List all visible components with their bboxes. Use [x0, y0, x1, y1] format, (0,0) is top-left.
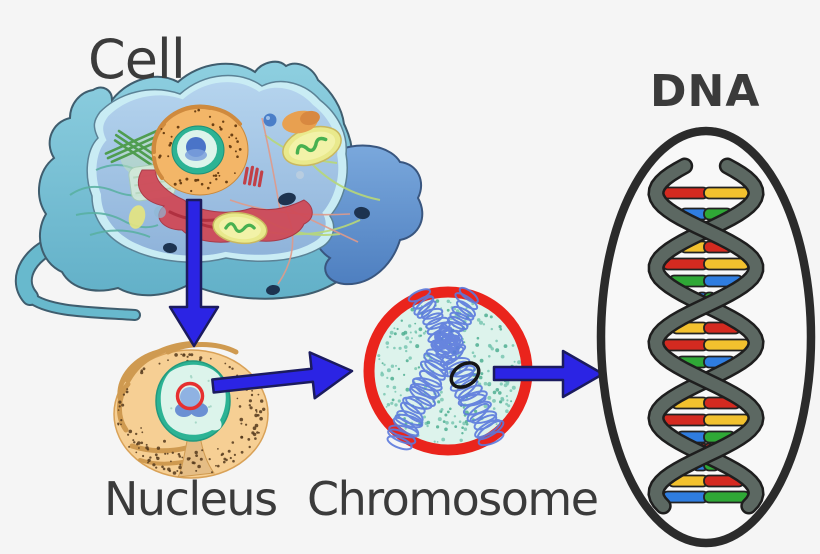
dna-label: DNA	[650, 66, 761, 117]
cell-nucleus	[151, 104, 249, 196]
cell-organelles	[69, 104, 381, 296]
dna-base-pairs	[661, 186, 751, 504]
nucleus-label: Nucleus	[104, 472, 278, 526]
arrow-cell-to-nucleus	[168, 198, 220, 348]
nucleus-illustration	[113, 341, 269, 479]
chromosome-label: Chromosome	[307, 472, 599, 526]
nucleolus-ring	[175, 381, 205, 411]
dna-illustration	[596, 126, 816, 548]
cell-label: Cell	[88, 28, 186, 91]
dna-boundary-ellipse	[596, 126, 816, 548]
chromosome-segment-ellipse	[449, 361, 481, 389]
arrow-chromosome-to-dna	[492, 349, 605, 399]
dna-helix-strands	[647, 157, 765, 515]
cell-illustration	[14, 60, 424, 321]
arrow-nucleus-to-chromosome	[211, 351, 354, 400]
